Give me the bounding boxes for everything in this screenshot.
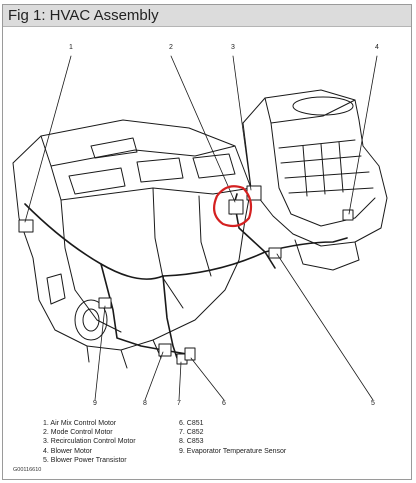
legend-item: 6. C851 <box>179 420 204 427</box>
callout-6: 6 <box>222 400 226 407</box>
legend-item: 3. Recirculation Control Motor <box>43 438 136 446</box>
callout-3: 3 <box>231 44 235 51</box>
figure-frame: Fig 1: HVAC Assembly <box>2 4 412 480</box>
callout-8: 8 <box>143 400 147 407</box>
legend-item: 9. Evaporator Temperature Sensor <box>179 447 287 455</box>
callout-9: 9 <box>93 400 97 407</box>
connectors <box>18 185 354 365</box>
legend-item: 5. Blower Power Transistor <box>43 456 127 464</box>
highlight-circle <box>212 185 253 228</box>
legend-item: 8. C853 <box>179 438 204 446</box>
legend-right-column: 6. C851 7. C852 8. C853 9. Evaporator Te… <box>179 419 286 456</box>
legend-item: 2. Mode Control Motor <box>43 429 113 437</box>
wiring-harness <box>24 193 348 359</box>
legend-left-column: 1. Air Mix Control Motor 2. Mode Control… <box>43 419 136 465</box>
drawing-number: G00116610 <box>13 467 42 473</box>
legend-item: 7. C852 <box>179 429 204 437</box>
callout-leaders <box>24 55 378 401</box>
callout-1: 1 <box>69 44 73 51</box>
callout-5: 5 <box>371 400 375 407</box>
callout-2: 2 <box>169 44 173 51</box>
hvac-assembly-diagram <box>12 55 388 401</box>
blower-housing <box>242 89 388 271</box>
heater-case <box>12 119 252 369</box>
legend-item: 4. Blower Motor <box>43 447 93 455</box>
callout-7: 7 <box>177 400 181 407</box>
legend-item: 1. Air Mix Control Motor <box>43 420 117 427</box>
figure-title: Fig 1: HVAC Assembly <box>8 7 159 24</box>
callout-4: 4 <box>375 44 379 51</box>
figure-title-bar: Fig 1: HVAC Assembly <box>3 5 411 27</box>
